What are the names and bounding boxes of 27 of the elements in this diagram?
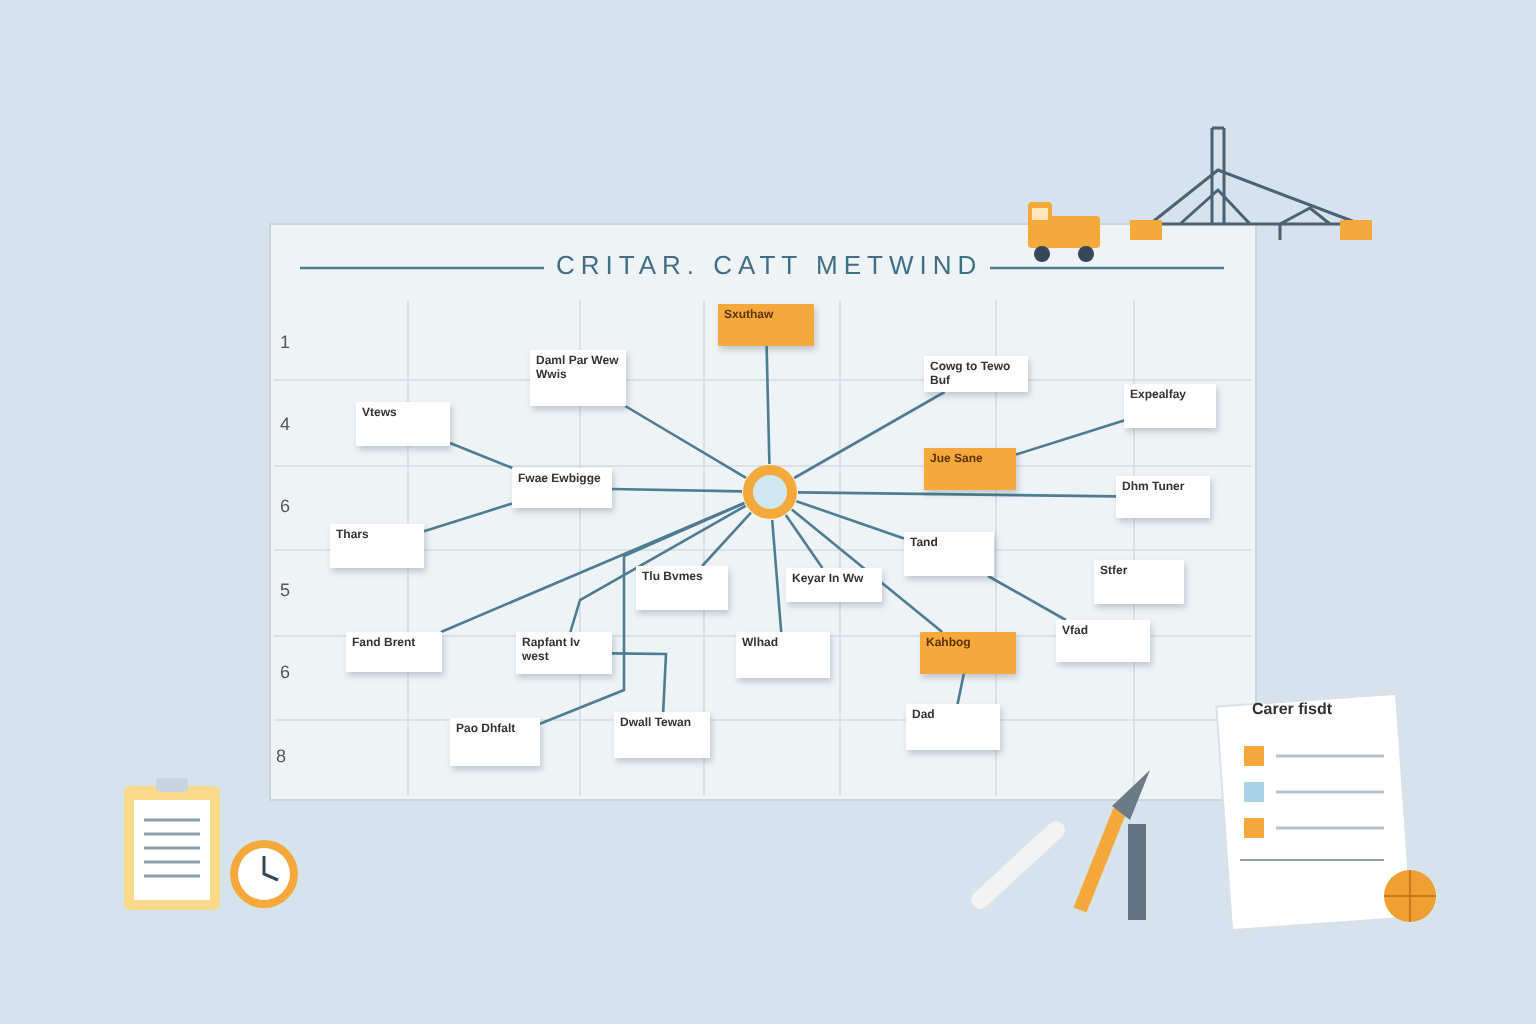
axis-label: 5 bbox=[280, 580, 291, 600]
connector-line bbox=[793, 390, 946, 480]
connector-line bbox=[624, 404, 747, 479]
connector-line bbox=[798, 491, 1116, 498]
connector-line bbox=[795, 499, 905, 540]
connector-line bbox=[765, 345, 771, 465]
connector-line bbox=[701, 511, 752, 567]
connector-line bbox=[770, 519, 783, 633]
connector-line bbox=[611, 487, 743, 493]
connector-line bbox=[1015, 419, 1125, 456]
axis-label: 8 bbox=[276, 746, 287, 766]
connector-line bbox=[790, 508, 944, 633]
connector-line bbox=[987, 574, 1067, 622]
document-heading: Carer fisdt bbox=[1252, 700, 1333, 718]
axis-label: 1 bbox=[280, 332, 291, 352]
connector-line bbox=[449, 441, 513, 470]
connector-line bbox=[440, 501, 745, 634]
connector-line bbox=[612, 652, 668, 713]
connector-line bbox=[784, 514, 824, 569]
axis-label: 4 bbox=[280, 414, 291, 434]
connector-line bbox=[569, 504, 747, 633]
connector-line bbox=[539, 502, 745, 725]
connector-line bbox=[423, 502, 513, 533]
axis-label: 6 bbox=[280, 496, 291, 516]
connector-line bbox=[956, 673, 966, 705]
axis-label: 6 bbox=[280, 662, 291, 682]
hub-circle bbox=[742, 464, 798, 520]
